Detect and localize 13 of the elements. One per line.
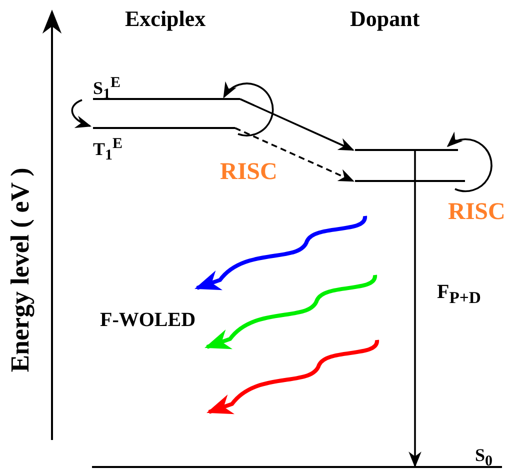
arrow <box>408 151 422 468</box>
edge-label: RISC <box>448 200 506 224</box>
arrow <box>234 127 354 182</box>
arrow <box>223 81 274 136</box>
state-label: S$_{0}$ <box>475 446 493 470</box>
edge-label: RISC <box>220 160 278 184</box>
edge-label: F$_{P+D}$ <box>437 282 481 307</box>
axis-label: Energy level ( eV ) <box>6 168 33 372</box>
column-heading: Exciplex <box>125 8 206 30</box>
arrow <box>240 98 354 151</box>
arrow <box>446 132 492 192</box>
column-heading: Dopant <box>350 8 420 30</box>
device-label: F-WOLED <box>100 310 196 330</box>
